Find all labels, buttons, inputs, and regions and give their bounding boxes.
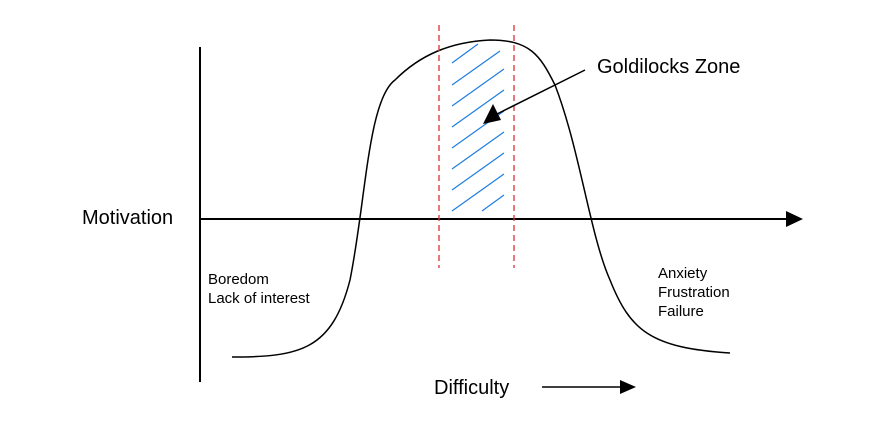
- right-region-line: Anxiety: [658, 265, 708, 282]
- x-axis-label: Difficulty: [434, 377, 510, 399]
- right-region-line: Frustration: [658, 284, 730, 301]
- right-region-text: Anxiety Frustration Failure: [658, 264, 730, 321]
- motivation-curve: [231, 39, 731, 358]
- left-region-text: Boredom Lack of interest: [208, 270, 310, 308]
- right-region-line: Failure: [658, 303, 704, 320]
- left-region-line: Boredom: [208, 271, 269, 288]
- zone-hatching: [451, 43, 505, 212]
- zone-callout-line: [494, 69, 586, 116]
- y-axis-label: Motivation: [82, 207, 174, 229]
- zone-label: Goldilocks Zone: [597, 56, 741, 78]
- zone-callout-arrowhead: [483, 104, 501, 124]
- difficulty-arrowhead: [620, 380, 636, 394]
- left-region-line: Lack of interest: [208, 290, 310, 307]
- x-axis-arrowhead: [786, 211, 803, 227]
